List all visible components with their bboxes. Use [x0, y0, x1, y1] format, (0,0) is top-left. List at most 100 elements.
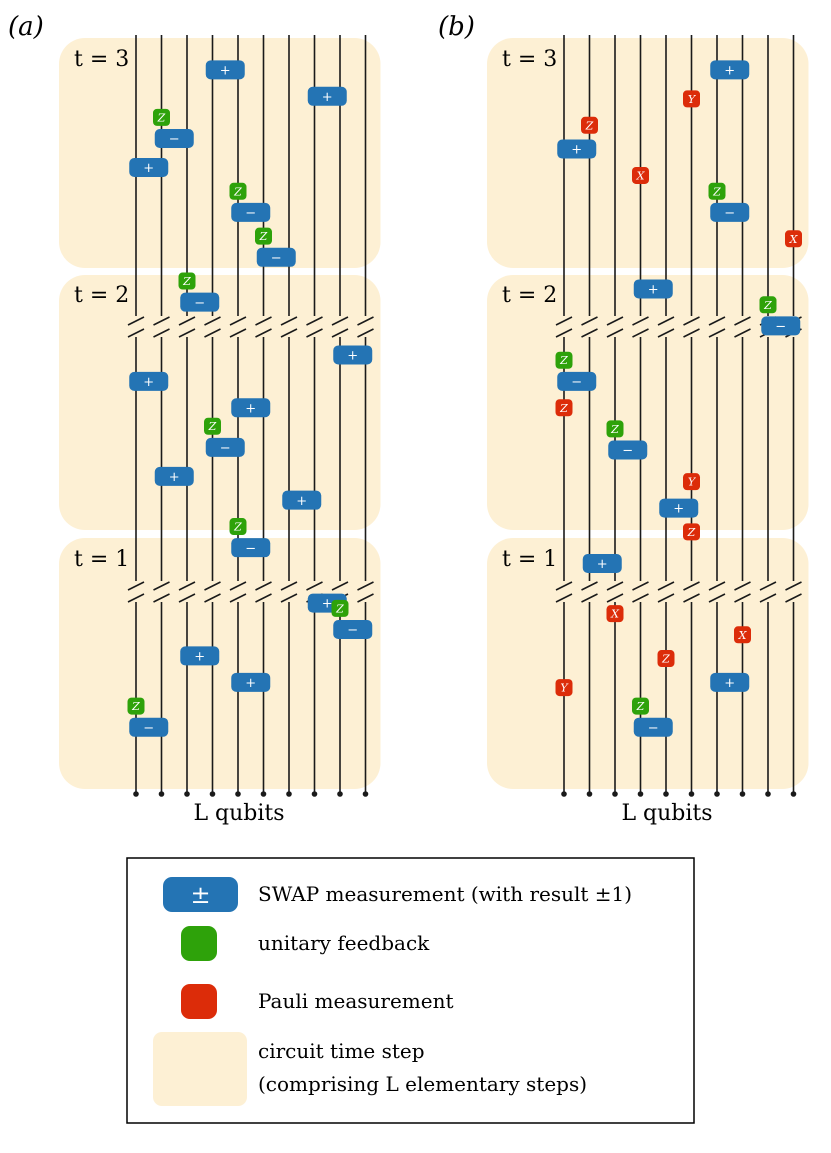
- unitary-feedback: [178, 272, 196, 290]
- swap-result-label: +: [245, 401, 256, 416]
- wire-gap: [561, 316, 567, 337]
- wire-gap: [663, 316, 669, 337]
- swap-result-label: +: [648, 283, 659, 298]
- wire-gap: [739, 316, 746, 337]
- pauli-measurement: [606, 605, 624, 623]
- swap-measurement: [659, 498, 699, 518]
- wire-break-mark: [759, 593, 777, 603]
- wire-gap: [362, 581, 369, 602]
- wire-break-mark: [555, 581, 573, 591]
- pauli-measurement: [555, 679, 573, 697]
- unitary-feedback: [708, 182, 726, 200]
- wire-gap: [637, 581, 644, 602]
- swap-result-label: −: [571, 375, 582, 390]
- swap-result-label: +: [597, 557, 608, 572]
- wire-break-mark: [306, 316, 323, 326]
- wire-gap: [260, 316, 267, 337]
- unitary-feedback: [606, 420, 624, 438]
- unitary-feedback: [229, 182, 247, 200]
- wire-gap: [586, 581, 593, 602]
- pauli-measurement: [581, 116, 598, 134]
- gate-label: X: [738, 629, 748, 642]
- wire-break-mark: [606, 328, 624, 338]
- swap-measurement: [180, 646, 220, 666]
- swap-measurement: [710, 60, 750, 80]
- swap-result-label: +: [296, 494, 307, 509]
- time-step-label: t = 1: [74, 547, 129, 572]
- wire-break-mark: [759, 581, 777, 591]
- wire-break-mark: [178, 593, 196, 603]
- panel-a-bottom-label: L qubits: [193, 801, 284, 826]
- wire-break-mark: [178, 581, 196, 591]
- wire-gap: [158, 316, 165, 337]
- swap-result-label: +: [143, 375, 154, 390]
- wire-break-mark: [708, 593, 726, 603]
- wire-break-mark: [734, 328, 751, 338]
- wire-break-mark: [229, 593, 247, 603]
- legend-swap-swatch: [163, 877, 238, 912]
- wire-gap: [337, 581, 343, 602]
- time-step-block: [487, 275, 809, 530]
- wire-break-mark: [785, 581, 802, 591]
- wire-gap: [688, 316, 695, 337]
- gate-label: Z: [763, 299, 772, 312]
- wire-break-mark: [657, 316, 675, 326]
- swap-result-label: +: [169, 470, 180, 485]
- legend: ± SWAP measurement (with result ±1) unit…: [126, 857, 695, 1124]
- qubit-dot: [663, 791, 669, 797]
- wire-break-mark: [555, 316, 573, 326]
- wire-break-mark: [606, 581, 624, 591]
- gate-label: Z: [233, 185, 242, 198]
- wire-break-mark: [555, 328, 573, 338]
- gate-label: Z: [610, 423, 619, 436]
- unitary-feedback: [153, 108, 170, 126]
- swap-measurement: [231, 538, 271, 558]
- pauli-measurement: [683, 523, 700, 541]
- wire-break-mark: [204, 581, 221, 591]
- swap-measurement: [333, 620, 373, 640]
- gate-label: Z: [182, 275, 191, 288]
- swap-measurement: [154, 128, 194, 148]
- pauli-measurement: [683, 473, 700, 491]
- swap-result-label: +: [143, 161, 154, 176]
- wire-break-mark: [683, 328, 700, 338]
- qubit-dot: [561, 791, 567, 797]
- qubit-dot: [739, 791, 746, 797]
- swap-measurement: [205, 60, 245, 80]
- legend-unitary-swatch: [181, 926, 217, 961]
- wire-break-mark: [280, 593, 298, 603]
- wire-gap: [790, 581, 797, 602]
- swap-result-label: −: [347, 623, 358, 638]
- swap-result-label: −: [775, 320, 786, 335]
- gate-label: Y: [560, 682, 569, 695]
- wire-break-mark: [280, 316, 298, 326]
- wire-gap: [133, 581, 139, 602]
- swap-result-label: −: [169, 132, 180, 147]
- wire-break-mark: [632, 581, 649, 591]
- wire-gap: [184, 316, 190, 337]
- panel-a: (a) t = 3t = 2t = 1 ++−+−−−+++−++−+−++−Z…: [8, 12, 381, 826]
- wire-break-mark: [683, 316, 700, 326]
- gate-label: X: [636, 169, 646, 182]
- legend-unitary-text: unitary feedback: [258, 931, 430, 955]
- qubit-dot: [765, 791, 771, 797]
- wire-break-mark: [153, 581, 170, 591]
- swap-measurement: [333, 345, 373, 365]
- unitary-feedback: [759, 296, 777, 314]
- unitary-feedback: [255, 227, 272, 245]
- panel-a-wire-breaks: [127, 316, 374, 603]
- wire-break-mark: [127, 328, 145, 338]
- panel-b-bottom-label: L qubits: [621, 801, 712, 826]
- wire-gap: [612, 316, 618, 337]
- pauli-measurement: [683, 90, 700, 108]
- wire-gap: [765, 581, 771, 602]
- swap-result-label: +: [724, 63, 735, 78]
- gate-label: Z: [661, 653, 670, 666]
- wire-gap: [714, 581, 720, 602]
- wire-break-mark: [204, 316, 221, 326]
- wire-break-mark: [606, 316, 624, 326]
- time-step-block: [59, 275, 381, 530]
- time-step-block: [59, 538, 381, 789]
